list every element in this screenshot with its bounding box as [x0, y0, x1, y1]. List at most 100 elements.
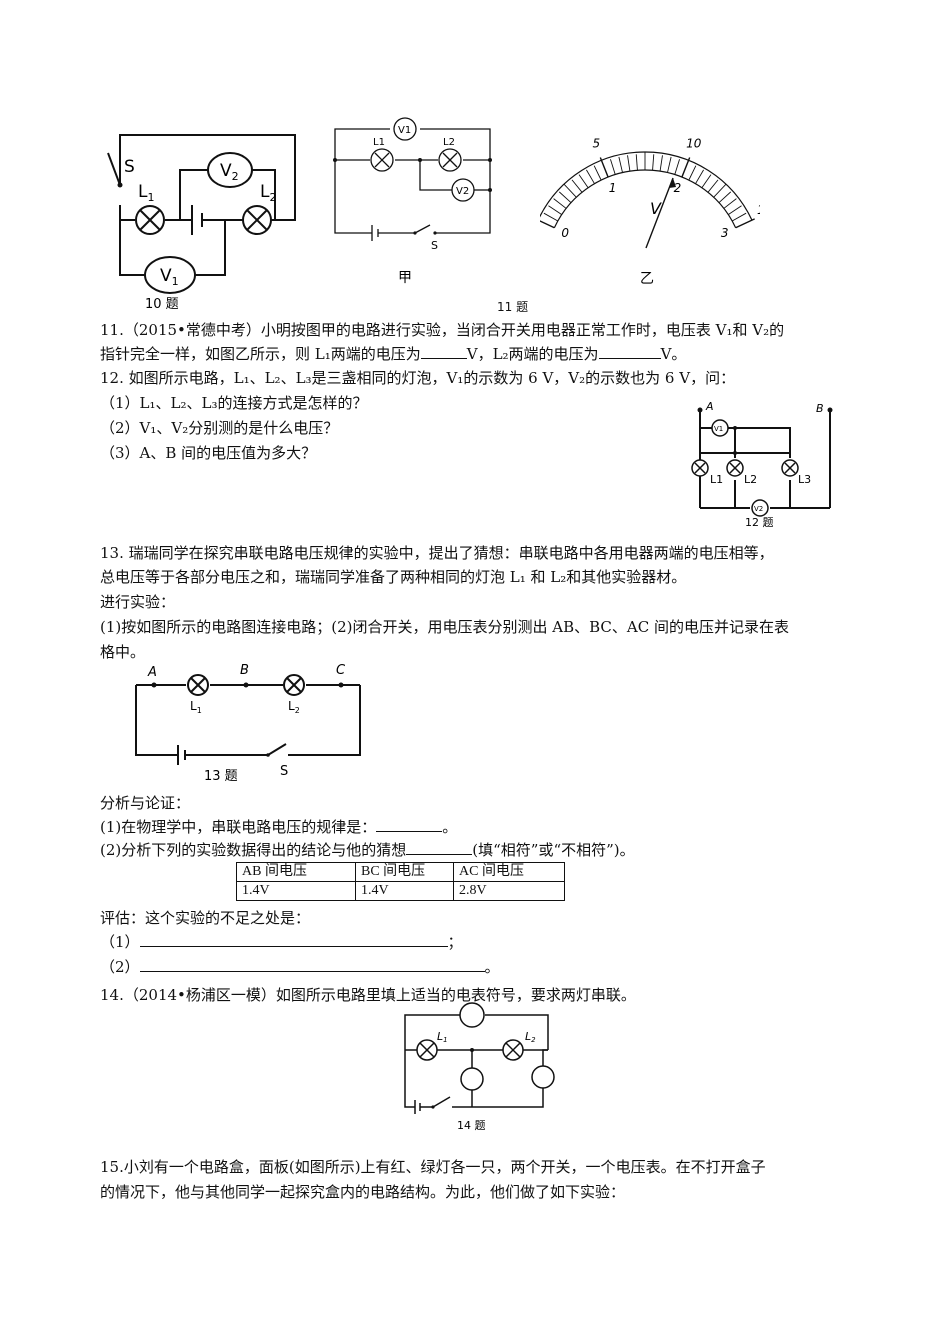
q13-step: (1)按如图所示的电路图连接电路；(2)闭合开关，用电压表分别测出 AB、BC、… [100, 618, 789, 636]
q13-evaluation2: （2）。 [100, 957, 500, 976]
q12-stem: 12. 如图所示电路，L₁、L₂、L₃是三盏相同的灯泡，V₁的示数为 6 V，V… [100, 369, 736, 387]
dial-tick [618, 156, 623, 173]
q13-answer2: (2)分析下列的实验数据得出的结论与他的猜想(填“相符”或“不相符”)。 [100, 840, 635, 859]
q15-line2: 的情况下，他与其他同学一起探究盒内的电路结构。为此，他们做了如下实验： [100, 1183, 626, 1201]
dial-inner-tick-label: 1 [609, 181, 617, 195]
dial-tick [713, 183, 727, 198]
q11-blank-l2[interactable] [598, 344, 661, 359]
lamp-l1 [135, 205, 165, 235]
q13-blank-rule[interactable] [376, 817, 443, 832]
q13-stem1: 13. 瑞瑞同学在探究串联电路电压规律的实验中，提出了猜想：串联电路中各用电器两… [100, 544, 774, 562]
dial-tick [578, 174, 589, 189]
dial-tick [540, 220, 555, 229]
figure-13-caption: 13 题 [204, 769, 238, 784]
lamp-l2 [283, 674, 305, 696]
figure-11a-circuit: V1 L1 L2 V2 S 甲 [333, 117, 492, 285]
voltmeter-v2 [751, 499, 769, 517]
point-a-label: A [147, 665, 157, 680]
q13-data-table: AB 间电压 BC 间电压 AC 间电压 1.4V 1.4V 2.8V [236, 862, 565, 901]
voltmeter-v1 [144, 256, 196, 294]
q13-blank-evaluation1[interactable] [139, 932, 448, 947]
switch-label: S [124, 157, 135, 177]
dial-inner-tick-label: 2 [674, 181, 682, 195]
figure-13-circuit: A B C L1 L2 S 13 题 [135, 663, 361, 784]
lamp-l2 [242, 205, 272, 235]
dial-tick [558, 191, 572, 203]
q13-blank-match[interactable] [406, 840, 473, 855]
table-header-ac: AC 间电压 [453, 862, 565, 882]
voltmeter-v2-label: V2 [754, 505, 763, 513]
dial-tick [593, 165, 602, 181]
dial-pointer-head [669, 178, 676, 188]
voltmeter-v2-label: V2 [220, 161, 239, 183]
q14-stem: 14.（2014•杨浦区一模）如图所示电路里填上适当的电表符号，要求两灯串联。 [100, 986, 636, 1004]
voltmeter-v1-label: V1 [714, 425, 723, 433]
q13-answer1: (1)在物理学中，串联电路电压的规律是：。 [100, 817, 458, 836]
lamp-l2-label: L2 [525, 1030, 536, 1044]
table-cell-ac: 2.8V [453, 881, 565, 901]
lamp-l1 [416, 1039, 438, 1061]
dial-inner-tick-label: 0 [561, 226, 569, 240]
dial-tick [571, 179, 583, 193]
meter-slot-top[interactable] [459, 1002, 485, 1028]
meter-slot-right[interactable] [531, 1065, 555, 1089]
q13-blank-evaluation2[interactable] [139, 957, 485, 972]
figure-10-circuit: S L1 L2 V2 V1 10 题 [107, 134, 296, 312]
q12-sub3: （3）A、B 间的电压值为多大？ [100, 444, 317, 462]
figure-14-circuit: L1 L2 14 题 [404, 1002, 555, 1132]
figure-14-caption: 14 题 [457, 1119, 486, 1132]
dial-tick [681, 157, 691, 178]
q12-sub1: （1）L₁、L₂、L₃的连接方式是怎样的？ [100, 394, 368, 412]
dial-tick [548, 205, 563, 215]
table-cell-ab: 1.4V [236, 881, 356, 901]
dial-tick [695, 169, 704, 184]
q15-line1: 15.小刘有一个电路盒，面板(如图所示)上有红、绿灯各一只，两个开关，一个电压表… [100, 1158, 766, 1176]
dial-scale: 0510150123 [540, 136, 760, 240]
lamp-l1 [370, 148, 394, 172]
lamp-l1 [187, 674, 209, 696]
lamp-l2 [726, 459, 744, 477]
dial-outer-tick-label: 15 [757, 203, 760, 217]
lamp-l3 [781, 459, 799, 477]
meter-slot-middle[interactable] [460, 1067, 484, 1091]
dial-tick [652, 154, 655, 171]
dial-pointer [645, 177, 674, 249]
voltmeter-v2 [207, 152, 253, 188]
table-header-row: AB 间电压 BC 间电压 AC 间电压 [236, 862, 565, 882]
dial-tick [723, 198, 737, 209]
lamp-l2-label: L2 [443, 137, 455, 148]
lamp-l2 [502, 1039, 524, 1061]
table-header-ab: AB 间电压 [236, 862, 356, 882]
dial-tick [586, 169, 595, 184]
table-header-bc: BC 间电压 [355, 862, 454, 882]
voltmeter-v2-label: V2 [456, 186, 469, 197]
q11-blank-l1[interactable] [420, 344, 467, 359]
dial-tick [635, 154, 638, 171]
lamp-l2-label: L2 [744, 473, 757, 486]
voltmeter-v2 [451, 178, 475, 202]
dial-tick [659, 155, 663, 172]
dial-tick [731, 212, 747, 222]
voltmeter-v1-label: V1 [398, 125, 411, 136]
dial-tick [707, 179, 719, 193]
figure-11b-voltmeter-dial: 0510150123 V 乙 [540, 136, 760, 287]
lamp-l2-label: L2 [288, 699, 300, 715]
lamp-l1-label: L1 [138, 182, 154, 204]
q13-step-continued: 格中。 [100, 643, 146, 661]
terminal-b-label: B [816, 402, 824, 415]
switch-label: S [431, 239, 438, 252]
q11-line1: 11.（2015•常德中考）小明按图甲的电路进行实验，当闭合开关用电器正常工作时… [100, 321, 785, 339]
dial-inner-tick-label: 3 [721, 226, 729, 240]
q13-analysis-heading: 分析与论证： [100, 794, 191, 812]
dial-tick [718, 191, 732, 203]
q13-stem2: 总电压等于各部分电压之和，瑞瑞同学准备了两种相同的灯泡 L₁ 和 L₂和其他实验… [100, 568, 687, 586]
voltmeter-v1-label: V1 [160, 266, 179, 288]
lamp-l3-label: L3 [798, 473, 811, 486]
dial-tick [667, 156, 672, 173]
lamp-l2-label: L2 [260, 182, 276, 204]
table-row: 1.4V 1.4V 2.8V [236, 881, 565, 901]
q13-evaluation-heading: 评估：这个实验的不足之处是： [100, 909, 311, 927]
figure-12-caption: 12 题 [745, 516, 774, 529]
figure-12-circuit: A B V1 V2 L1 L2 L3 12 题 [691, 400, 833, 529]
lamp-l1-label: L1 [437, 1030, 448, 1044]
